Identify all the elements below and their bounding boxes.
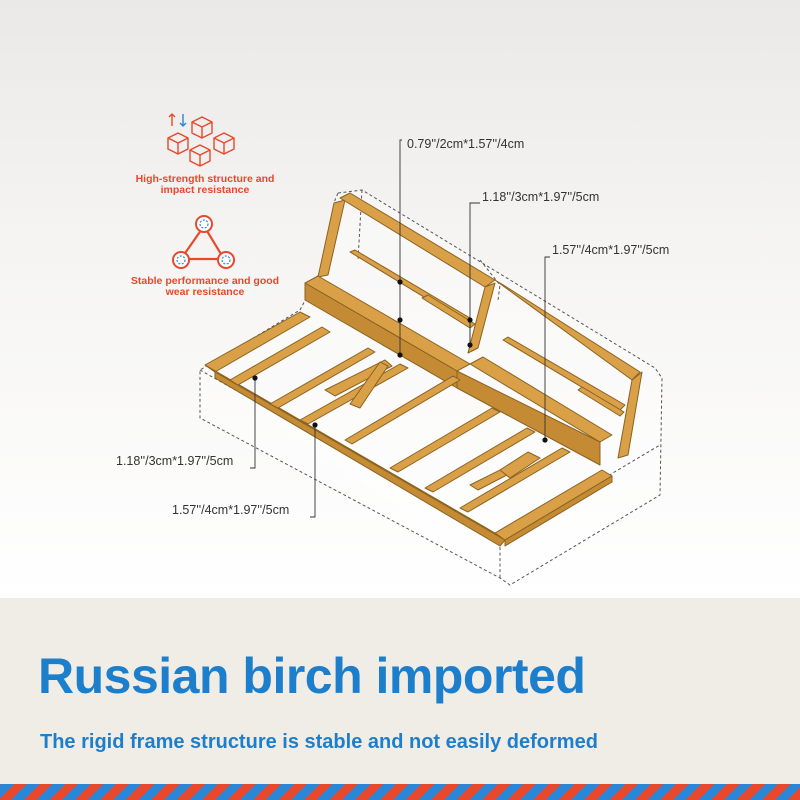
sofa-frame-diagram [167, 113, 663, 586]
feature-label-stability: Stable performance and good wear resista… [130, 275, 280, 298]
dimension-label: 1.18''/3cm*1.97''/5cm [482, 190, 600, 204]
wood-frame [204, 192, 643, 547]
leader-lines [250, 139, 550, 518]
caption-panel [0, 598, 800, 784]
dimension-label: 1.57''/4cm*1.97''/5cm [172, 503, 290, 517]
leader-dots [252, 279, 548, 443]
dimension-label: 1.18''/3cm*1.97''/5cm [116, 454, 234, 468]
dimension-label: 0.79''/2cm*1.57''/4cm [407, 137, 525, 151]
feature-label-strength: High-strength structure and impact resis… [135, 173, 275, 196]
triangle-nodes-icon [172, 215, 235, 269]
dimension-label: 1.57''/4cm*1.97''/5cm [552, 243, 670, 257]
headline: Russian birch imported [38, 648, 586, 704]
decorative-stripe [0, 784, 800, 800]
cubes-icon [167, 113, 235, 167]
subtitle: The rigid frame structure is stable and … [40, 731, 598, 753]
